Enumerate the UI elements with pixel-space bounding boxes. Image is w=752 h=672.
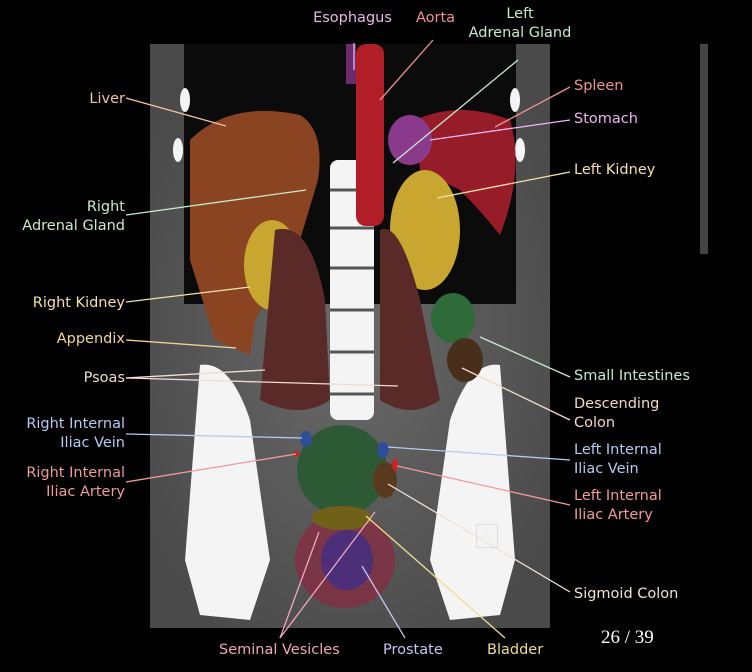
- bones: [173, 88, 525, 620]
- left-iliac-vein: [377, 442, 389, 458]
- small-intestines: [431, 293, 475, 343]
- slice-counter: 26 / 39: [601, 627, 654, 648]
- vertebra-gaps: [330, 188, 374, 396]
- label-left-kidney: Left Kidney: [574, 162, 656, 178]
- label-esophagus: Esophagus: [313, 10, 392, 26]
- spleen: [415, 110, 516, 235]
- esophagus: [346, 44, 356, 84]
- label-psoas: Psoas: [83, 370, 125, 386]
- label-stomach: Stomach: [574, 111, 638, 127]
- right-iliac-vein: [300, 431, 312, 447]
- aorta: [356, 44, 384, 226]
- side-strip: [700, 44, 708, 254]
- label-appendix: Appendix: [56, 331, 125, 347]
- pelvic-bowel: [297, 425, 387, 515]
- prostate: [321, 530, 373, 590]
- label-left-internal-iliac-vein: Left Internal Iliac Vein: [574, 442, 662, 477]
- right-psoas: [260, 228, 330, 410]
- label-right-internal-iliac-vein: Right Internal Iliac Vein: [26, 416, 125, 451]
- label-aorta: Aorta: [415, 10, 456, 26]
- label-spleen: Spleen: [574, 78, 624, 94]
- left-psoas: [380, 228, 440, 410]
- label-left-adrenal-gland: Left Adrenal Gland: [468, 6, 572, 41]
- label-left-internal-iliac-artery: Left Internal Iliac Artery: [574, 488, 662, 523]
- label-sigmoid-colon: Sigmoid Colon: [574, 586, 679, 602]
- label-bladder: Bladder: [487, 642, 544, 658]
- label-descending-colon: Descending Colon: [574, 396, 660, 431]
- stomach: [388, 115, 432, 165]
- label-right-kidney: Right Kidney: [32, 295, 125, 311]
- label-liver: Liver: [89, 91, 125, 107]
- orientation-marker: A: [476, 524, 498, 548]
- label-seminal-vesicles: Seminal Vesicles: [219, 642, 340, 658]
- pointer-lines: [125, 39, 571, 639]
- bladder: [312, 506, 372, 530]
- label-prostate: Prostate: [383, 642, 443, 658]
- descending-colon: [447, 338, 483, 382]
- left-iliac-artery: [392, 459, 398, 471]
- sigmoid-colon: [373, 462, 397, 498]
- label-right-internal-iliac-artery: Right Internal Iliac Artery: [26, 465, 125, 500]
- label-small-intestines: Small Intestines: [574, 368, 690, 384]
- label-right-adrenal-gland: Right Adrenal Gland: [22, 199, 125, 234]
